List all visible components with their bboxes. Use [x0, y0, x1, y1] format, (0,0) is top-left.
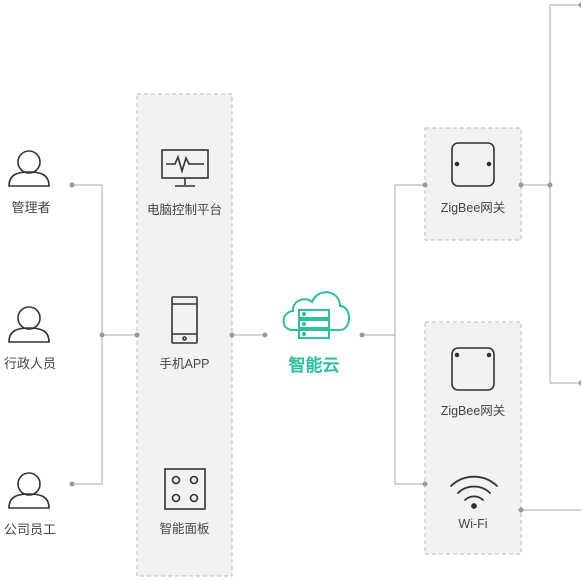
- monitor-icon: [161, 149, 209, 187]
- cloud-server-icon: [282, 291, 350, 339]
- wifi-icon: [450, 475, 498, 509]
- person-icon: [8, 150, 50, 187]
- terminal-group-box: [136, 93, 233, 577]
- person-icon: [8, 472, 50, 509]
- terminal-label-panel: 智能面板: [159, 522, 210, 536]
- connector-dots: [69, 2, 581, 513]
- phone-icon: [171, 296, 198, 344]
- gateway-group-box-2: [424, 321, 522, 555]
- cloud-label: 智能云: [288, 356, 340, 375]
- gateway-icon: [451, 142, 495, 187]
- user-label-admin: 管理者: [11, 200, 51, 215]
- panel-icon: [164, 468, 206, 510]
- gateway-icon: [451, 347, 495, 391]
- wifi-label: Wi-Fi: [458, 517, 488, 531]
- terminal-label-pc: 电脑控制平台: [146, 203, 222, 217]
- gateway-label-2: ZigBee网关: [440, 404, 506, 418]
- gateway-label-1: ZigBee网关: [440, 201, 506, 215]
- user-label-employee: 公司员工: [3, 522, 56, 537]
- person-icon: [8, 306, 50, 343]
- terminal-label-app: 手机APP: [159, 357, 210, 371]
- user-label-admin-staff: 行政人员: [3, 356, 56, 371]
- gateway-group-box-1: [424, 127, 522, 241]
